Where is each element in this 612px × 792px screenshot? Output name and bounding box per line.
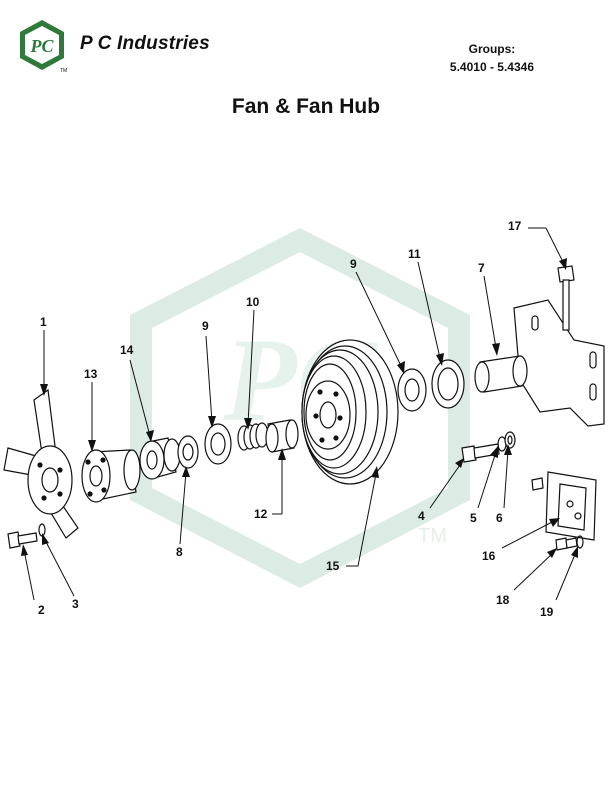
part-washer-19 — [576, 535, 584, 549]
callout-5: 5 — [470, 511, 477, 525]
part-bolt-vertical — [557, 265, 575, 331]
part-fan-spacer — [81, 449, 141, 503]
callout-13: 13 — [84, 367, 98, 381]
part-spindle-bracket — [474, 299, 605, 427]
part-bearing-front — [204, 423, 232, 465]
callout-2: 2 — [38, 603, 45, 617]
part-washer-6 — [504, 431, 516, 449]
part-screw-upper — [531, 477, 544, 491]
callout-9a: 9 — [202, 319, 209, 333]
callout-8: 8 — [176, 545, 183, 559]
part-seal — [431, 359, 465, 409]
part-bolt-18 — [555, 537, 578, 551]
leader-lines — [21, 227, 578, 601]
part-mounting-bracket — [545, 471, 597, 541]
callout-6: 6 — [496, 511, 503, 525]
watermark-tm: TM — [418, 525, 447, 547]
part-bolt-2 — [7, 531, 38, 549]
brand-name: P C Industries — [80, 33, 210, 54]
callout-19: 19 — [540, 605, 554, 619]
part-hub — [139, 437, 181, 480]
callout-9b: 9 — [350, 257, 357, 271]
part-nut — [177, 435, 199, 469]
pc-industries-logo: PC TM — [20, 20, 67, 74]
callout-7: 7 — [478, 261, 485, 275]
part-bearing-rear — [397, 368, 427, 412]
callout-16: 16 — [482, 549, 496, 563]
callout-18: 18 — [496, 593, 510, 607]
groups-range: 5.4010 - 5.4346 — [449, 60, 534, 74]
callout-15: 15 — [326, 559, 340, 573]
page-title: Fan & Fan Hub — [231, 95, 381, 118]
part-spring-spacer — [237, 422, 269, 451]
callout-4: 4 — [418, 509, 425, 523]
logo-tm: TM — [60, 68, 67, 74]
callout-1: 1 — [40, 315, 47, 329]
part-pulley — [301, 339, 399, 485]
part-fan-blade — [3, 388, 79, 539]
callout-11: 11 — [408, 247, 421, 261]
callout-14: 14 — [120, 343, 134, 357]
callout-10: 10 — [246, 295, 260, 309]
groups-block: Groups: 5.4010 - 5.4346 — [450, 40, 534, 76]
callouts: 1 13 14 9 10 9 11 7 17 8 12 15 2 3 4 5 6… — [38, 219, 554, 619]
callout-17: 17 — [508, 219, 522, 233]
groups-label: Groups: — [468, 42, 516, 56]
callout-12: 12 — [254, 507, 268, 521]
watermark: PC TM — [130, 228, 470, 588]
callout-3: 3 — [72, 597, 79, 611]
part-sleeve — [265, 419, 299, 453]
logo-letters: PC — [29, 36, 54, 56]
